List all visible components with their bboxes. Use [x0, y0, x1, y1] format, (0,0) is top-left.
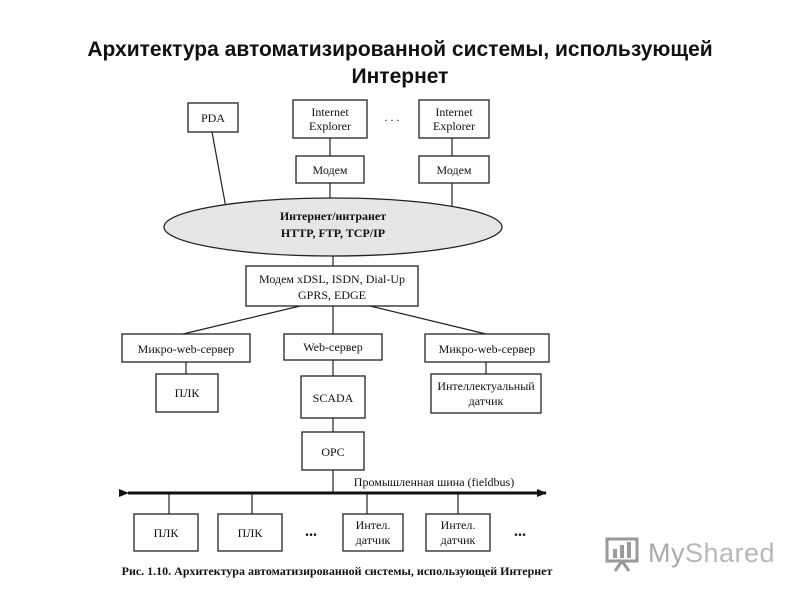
slide-title: Архитектура автоматизированной системы, …: [40, 36, 760, 90]
internet-cloud: [163, 197, 503, 257]
gateway-box: [245, 265, 419, 307]
bus-plc-box-2: [217, 513, 283, 552]
opc-label: OPC: [321, 445, 344, 459]
ie2-label-line1: Internet: [435, 105, 473, 119]
bus-sensor2-label-line1: Интел.: [441, 518, 476, 532]
pda-box: [187, 102, 239, 133]
gateway-label-line2: GPRS, EDGE: [298, 288, 366, 302]
micro-web-right-label: Микро-web-сервер: [439, 342, 536, 356]
slide-title-line1: Архитектура автоматизированной системы, …: [87, 38, 713, 61]
scada-box: [300, 375, 366, 419]
bus-plc-box-1: [133, 513, 199, 552]
plc-label: ПЛК: [175, 386, 201, 400]
logo-text: MyShared: [648, 538, 776, 568]
myshared-logo: MyShared: [604, 535, 776, 575]
ie2-label-line2: Explorer: [433, 119, 475, 133]
pda-label: PDA: [201, 111, 225, 125]
presentation-board-icon: [605, 537, 639, 572]
modem1-label: Модем: [312, 163, 347, 177]
internet-label-line1: Интернет/интранет: [280, 209, 386, 223]
modem2-label: Модем: [436, 163, 471, 177]
bus-sensor2-label-line2: датчик: [441, 533, 476, 547]
ie-box-2: [418, 99, 490, 139]
ie1-label-line2: Explorer: [309, 119, 351, 133]
smart-sensor-box: [430, 373, 542, 414]
ie-box-1: [292, 99, 368, 139]
figure-caption: Рис. 1.10. Архитектура автоматизированно…: [122, 564, 553, 578]
bus-sensor-box-1: [342, 513, 404, 552]
bus-ellipsis-2: ...: [514, 523, 526, 540]
bus-sensor1-label-line1: Интел.: [356, 518, 391, 532]
bus-plc2-label: ПЛК: [238, 526, 264, 540]
web-server-label: Web-сервер: [303, 340, 362, 354]
plc-box: [155, 373, 219, 413]
micro-web-left-label: Микро-web-сервер: [138, 342, 235, 356]
bus-sensor-box-2: [425, 513, 491, 552]
modem-box-2: [418, 155, 490, 184]
bus-sensor1-label-line2: датчик: [356, 533, 391, 547]
bus-ellipsis-1: ...: [305, 523, 317, 540]
gateway-label-line1: Модем xDSL, ISDN, Dial-Up: [259, 272, 405, 286]
opc-box: [301, 431, 365, 471]
ie1-label-line1: Internet: [311, 105, 349, 119]
fieldbus-label: Промышленная шина (fieldbus): [354, 475, 514, 489]
slide-title-line2: Интернет: [351, 65, 449, 88]
bus-plc1-label: ПЛК: [154, 526, 180, 540]
micro-web-server-right-box: [424, 333, 550, 363]
top-ellipsis: . . .: [385, 110, 400, 124]
scada-label: SCADA: [313, 391, 354, 405]
web-server-box: [283, 333, 383, 361]
micro-web-server-left-box: [121, 333, 251, 363]
boxes: [121, 99, 550, 552]
modem-box-1: [295, 155, 365, 184]
smart-sensor-label-line2: датчик: [469, 394, 504, 408]
smart-sensor-label-line1: Интеллектуальный: [437, 379, 535, 393]
internet-label-line2: HTTP, FTP, TCP/IP: [281, 226, 385, 240]
